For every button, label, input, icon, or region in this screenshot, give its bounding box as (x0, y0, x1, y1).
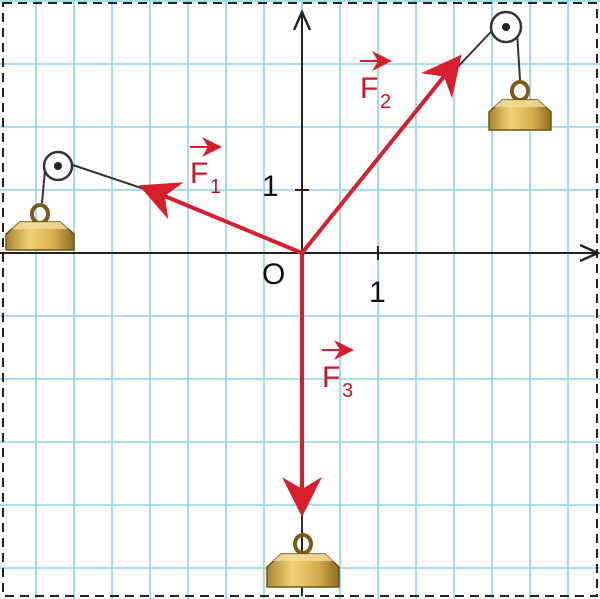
vector-f1-subscript: 1 (210, 176, 221, 198)
vector-f2-subscript: 2 (380, 91, 391, 113)
y-unit-label: 1 (262, 170, 279, 203)
bottom-weight (266, 533, 340, 588)
vector-label-f1: F 1 (190, 137, 222, 198)
left-weight (5, 203, 75, 251)
vector-label-f3: F 3 (322, 340, 354, 402)
vector-f2-arrow (300, 54, 462, 255)
x-unit-label: 1 (369, 276, 386, 309)
vector-f1-letter: F (190, 157, 208, 190)
vector-f2-letter: F (360, 72, 378, 105)
pulley-right (489, 10, 523, 81)
vector-f3-letter: F (322, 361, 340, 394)
vector-f1-arrow (138, 182, 304, 255)
vector-label-f2: F 2 (360, 51, 392, 113)
pulley-left (41, 150, 74, 204)
vector-f3-subscript: 3 (342, 380, 353, 402)
origin-label: O (262, 258, 285, 291)
vectors (138, 54, 462, 517)
right-weight (488, 80, 552, 131)
